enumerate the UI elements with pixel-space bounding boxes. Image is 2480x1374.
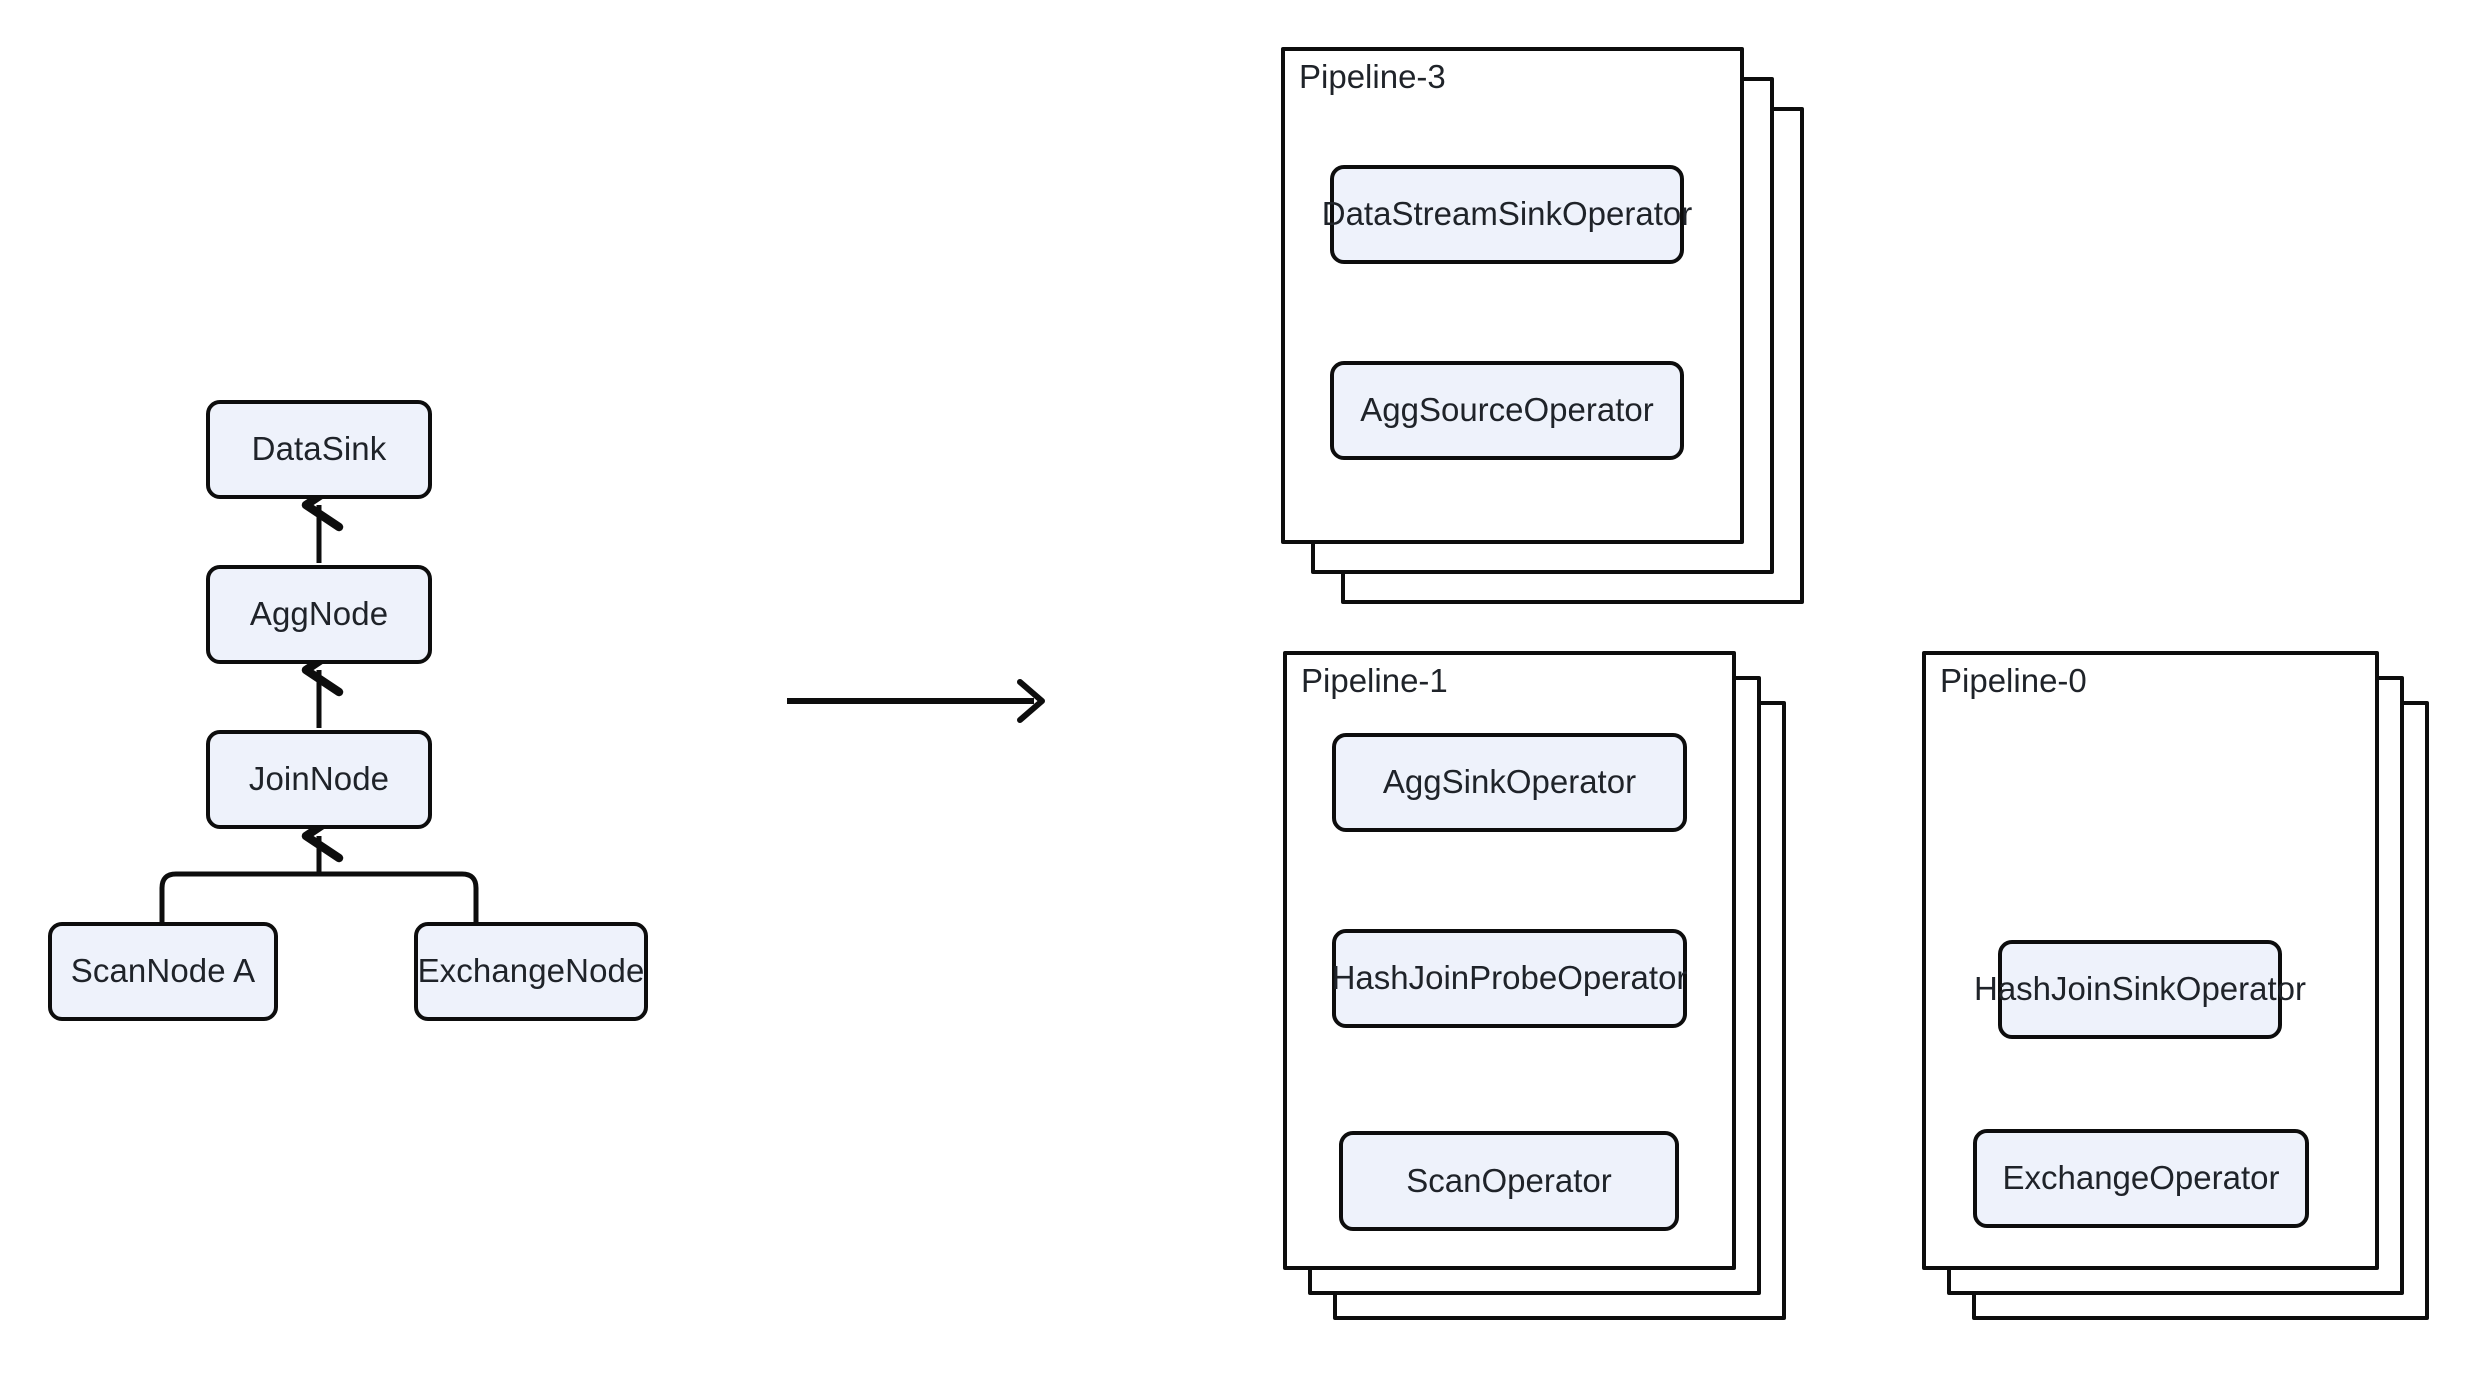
plan-node-label: ScanNode A (70, 952, 256, 990)
operator-agg-source-operator[interactable]: AggSourceOperator (1330, 361, 1684, 460)
plan-node-label: DataSink (251, 430, 387, 468)
operator-hash-join-probe-operator[interactable]: HashJoinProbeOperator (1332, 929, 1687, 1028)
plan-node-join-node[interactable]: JoinNode (206, 730, 432, 829)
plan-node-scan-node-a[interactable]: ScanNode A (48, 922, 278, 1021)
plan-node-label: ExchangeNode (417, 952, 645, 990)
operator-label: AggSourceOperator (1360, 391, 1654, 429)
operator-label: AggSinkOperator (1382, 763, 1637, 801)
plan-node-label: AggNode (249, 595, 389, 633)
plan-node-label: JoinNode (248, 760, 390, 798)
operator-label: ScanOperator (1406, 1161, 1612, 1199)
operator-agg-sink-operator[interactable]: AggSinkOperator (1332, 733, 1687, 832)
plan-node-exchange-node[interactable]: ExchangeNode (414, 922, 648, 1021)
pipeline-title-pipeline-1: Pipeline-1 (1301, 662, 1448, 699)
plan-node-agg-node[interactable]: AggNode (206, 565, 432, 664)
pipeline-title-pipeline-0: Pipeline-0 (1940, 662, 2087, 699)
plan-node-data-sink[interactable]: DataSink (206, 400, 432, 499)
pipeline-title-pipeline-3: Pipeline-3 (1299, 58, 1446, 95)
pipeline-card-pipeline-3[interactable] (1281, 47, 1744, 544)
operator-label: HashJoinSinkOperator (1974, 970, 2306, 1008)
operator-label: HashJoinProbeOperator (1331, 959, 1688, 997)
right-arrow-head-icon (1017, 679, 1045, 723)
edge-children-to-joinnode (159, 871, 479, 925)
operator-label: DataStreamSinkOperator (1321, 195, 1693, 233)
operator-scan-operator[interactable]: ScanOperator (1339, 1131, 1679, 1231)
operator-hash-join-sink-operator[interactable]: HashJoinSinkOperator (1974, 940, 2306, 1039)
operator-label: ExchangeOperator (2002, 1159, 2280, 1197)
operator-datastream-sink-operator[interactable]: DataStreamSinkOperator (1322, 165, 1692, 264)
operator-exchange-operator[interactable]: ExchangeOperator (1973, 1129, 2309, 1228)
